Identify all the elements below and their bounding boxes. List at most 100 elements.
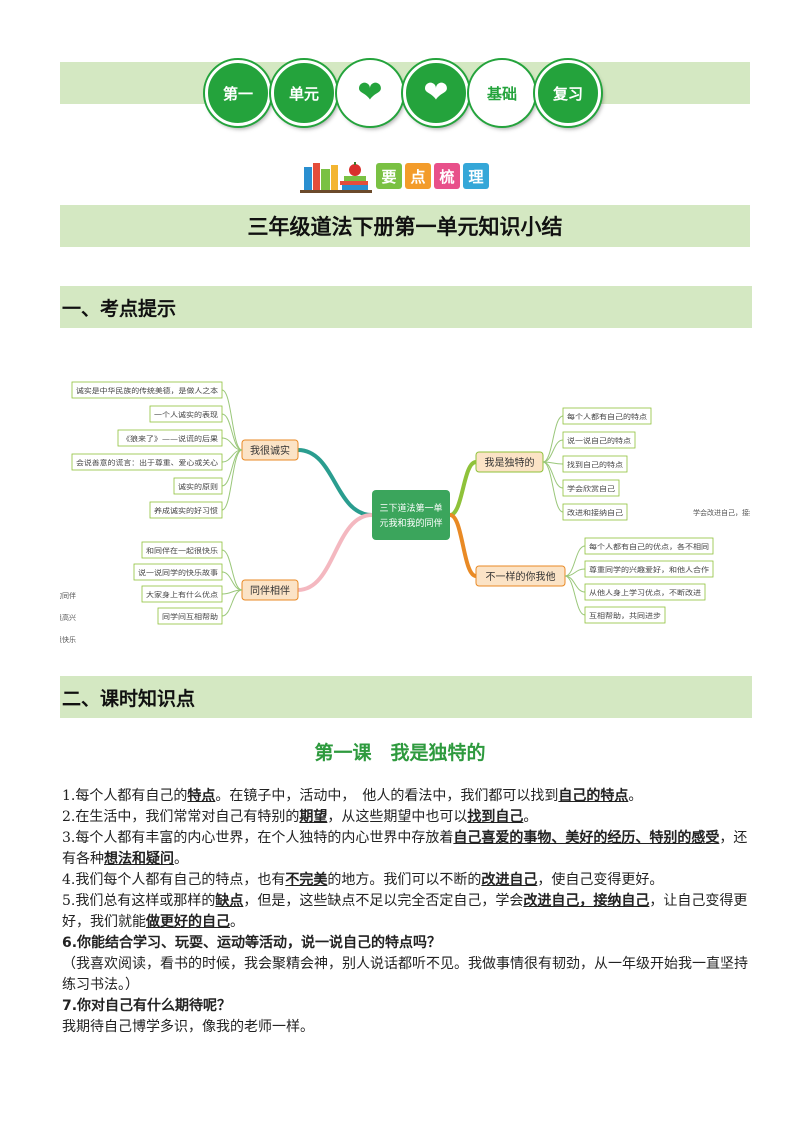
leaf-node [584, 537, 714, 555]
leaf-label: 《狼来了》——说谎的后果 [122, 434, 218, 443]
leaf-note: 可以一起学习生活、互相分享、一起玩耍，很快乐 [60, 635, 76, 644]
lesson-item: 5.我们总有这样或那样的缺点，但是，这些缺点不足以完全否定自己，学会改进自己，接… [62, 891, 752, 933]
leaf-node [562, 503, 628, 521]
question-text: 6.你能结合学习、玩耍、运动等活动，说一说自己的特点吗？ [62, 935, 442, 951]
body-text: 。 [523, 809, 538, 825]
key-term: 改进自己 [481, 872, 538, 888]
mind-map: 我很诚实 诚实是中华民族的传统美德，是做人之本一个人诚实的表现《狼来了》——说谎的… [60, 381, 750, 644]
badge-2: 单元 [271, 60, 337, 126]
leaf-node [157, 607, 223, 625]
body-text: 。 [230, 914, 244, 930]
leaf-label: 互相帮助，共同进步 [589, 611, 661, 620]
section-2-band: 二、课时知识点 [60, 676, 752, 718]
lesson-content: 1.每个人都有自己的特点。在镜子中，活动中， 他人的看法中，我们都可以找到自己的… [62, 786, 752, 1038]
body-text: 1.每个人都有自己的 [62, 788, 188, 804]
branch-connector [449, 460, 477, 517]
branch-label: 不一样的你我他 [486, 570, 556, 583]
lesson-item: 3.每个人都有丰富的内心世界，在个人独特的内心世界中存放着自己喜爱的事物、美好的… [62, 828, 752, 870]
badge-3: 基础 [469, 60, 535, 126]
leaf-node [584, 606, 666, 624]
branch-connector [297, 513, 373, 592]
leaf-connector [221, 589, 243, 617]
page-title: 三年级道法下册第一单元知识小结 [247, 215, 563, 239]
leaf-note: 学会改进自己，接纳自己，让自己变得更好 [693, 508, 750, 517]
center-node [372, 490, 450, 540]
lesson-item: 7.你对自己有什么期待呢？ [62, 996, 752, 1017]
key-term: 自己的特点 [558, 788, 629, 804]
branch-label: 同伴相伴 [250, 584, 290, 597]
key-term: 做更好的自己 [146, 914, 230, 930]
leaf-connector [221, 571, 243, 591]
badge-1: 第一 [205, 60, 271, 126]
body-text: ，让自己变得更好，我们就能 [62, 893, 748, 930]
leaf-node [584, 583, 706, 601]
body-text: 的地方。我们可以不断的 [327, 872, 482, 888]
body-text: 。 [628, 788, 643, 804]
leaf-node [71, 453, 223, 471]
leaf-node [584, 560, 714, 578]
key-term: 特点 [187, 788, 216, 804]
key-term: 改进自己，接纳自己 [523, 893, 650, 909]
leaf-node [562, 431, 636, 449]
body-text: ，但是，这些缺点不足以完全否定自己，学会 [243, 893, 524, 909]
branch-connector [297, 448, 373, 517]
body-text: ，从这些期望中也可以 [327, 809, 468, 825]
leaf-label: 尊重同学的兴趣爱好，和他人合作 [589, 565, 709, 574]
tile-2: 点 [405, 163, 431, 189]
tile-4: 理 [463, 163, 489, 189]
leaf-connector [542, 415, 564, 463]
leaf-node [173, 477, 223, 495]
title-band: 三年级道法下册第一单元知识小结 [60, 205, 750, 247]
tile-3: 梳 [434, 163, 460, 189]
leaf-node [149, 501, 223, 519]
key-points-tiles: 要 点 梳 理 [376, 163, 489, 189]
branch-label: 我是独特的 [485, 456, 535, 469]
leaf-label: 改进和接纳自己 [567, 508, 623, 517]
heart-badge-1: ❤ [337, 60, 403, 126]
leaf-node [149, 405, 223, 423]
books-icon [300, 162, 372, 193]
leaf-node [562, 479, 620, 497]
body-text: 5.我们总有这样或那样的 [62, 893, 216, 909]
body-text: 我期待自己博学多识，像我的老师一样。 [62, 1019, 314, 1035]
center-label: 元我和我的同伴 [379, 517, 442, 529]
key-points-banner: 要 点 梳 理 [300, 155, 520, 195]
leaf-connector [542, 461, 564, 513]
branch-label: 我很诚实 [250, 444, 290, 457]
body-text: 。在镜子中，活动中， 他人的看法中，我们都可以找到 [215, 788, 559, 804]
leaf-connector [564, 575, 586, 616]
leaf-label: 一个人诚实的表现 [154, 410, 218, 419]
leaf-label: 诚实是中华民族的传统美德，是做人之本 [76, 386, 218, 395]
leaf-label: 说一说同学的快乐故事 [138, 568, 218, 577]
leaf-note: 有同伴很高兴 [60, 613, 76, 622]
leaf-connector [564, 575, 586, 593]
body-text: ，使自己变得更好。 [537, 872, 664, 888]
heart-icon: ❤ [357, 75, 383, 110]
lesson-title: 第一课 我是独特的 [314, 742, 486, 764]
key-term: 找到自己 [467, 809, 524, 825]
key-term: 自己喜爱的事物、美好的经历、特别的感受 [453, 830, 720, 846]
leaf-node [141, 541, 223, 559]
center-label: 三下道法第一单 [379, 502, 442, 514]
question-text: 7.你对自己有什么期待呢？ [62, 998, 232, 1014]
leaf-connector [542, 461, 564, 489]
leaf-label: 诚实的原则 [178, 482, 218, 491]
leaf-node [141, 585, 223, 603]
leaf-label: 找到自己的特点 [567, 460, 623, 469]
body-text: （我喜欢阅读，看书的时候，我会聚精会神，别人说话都听不见。我做事情很有韧劲，从一… [62, 956, 748, 993]
leaf-label: 和同伴在一起很快乐 [146, 546, 218, 555]
leaf-note: 彼此的同伴 [60, 591, 76, 600]
leaf-label: 每个人都有自己的特点 [567, 412, 647, 421]
leaf-connector [221, 389, 243, 451]
body-text: ，还有各种 [62, 830, 748, 867]
body-text: 4.我们每个人都有自己的特点，也有 [62, 872, 286, 888]
leaf-connector [221, 437, 243, 451]
branch-connector [449, 513, 477, 578]
key-term: 想法和疑问 [104, 851, 174, 867]
leaf-label: 同学间互相帮助 [162, 612, 218, 621]
leaf-label: 从他人身上学习优点，不断改进 [589, 588, 701, 597]
heart-icon: ❤ [423, 75, 449, 110]
body-text: 3.每个人都有丰富的内心世界，在个人独特的内心世界中存放着 [62, 830, 454, 846]
leaf-label: 会说善意的谎言：出于尊重、爱心或关心 [76, 458, 218, 467]
lesson-item: 1.每个人都有自己的特点。在镜子中，活动中， 他人的看法中，我们都可以找到自己的… [62, 786, 752, 807]
